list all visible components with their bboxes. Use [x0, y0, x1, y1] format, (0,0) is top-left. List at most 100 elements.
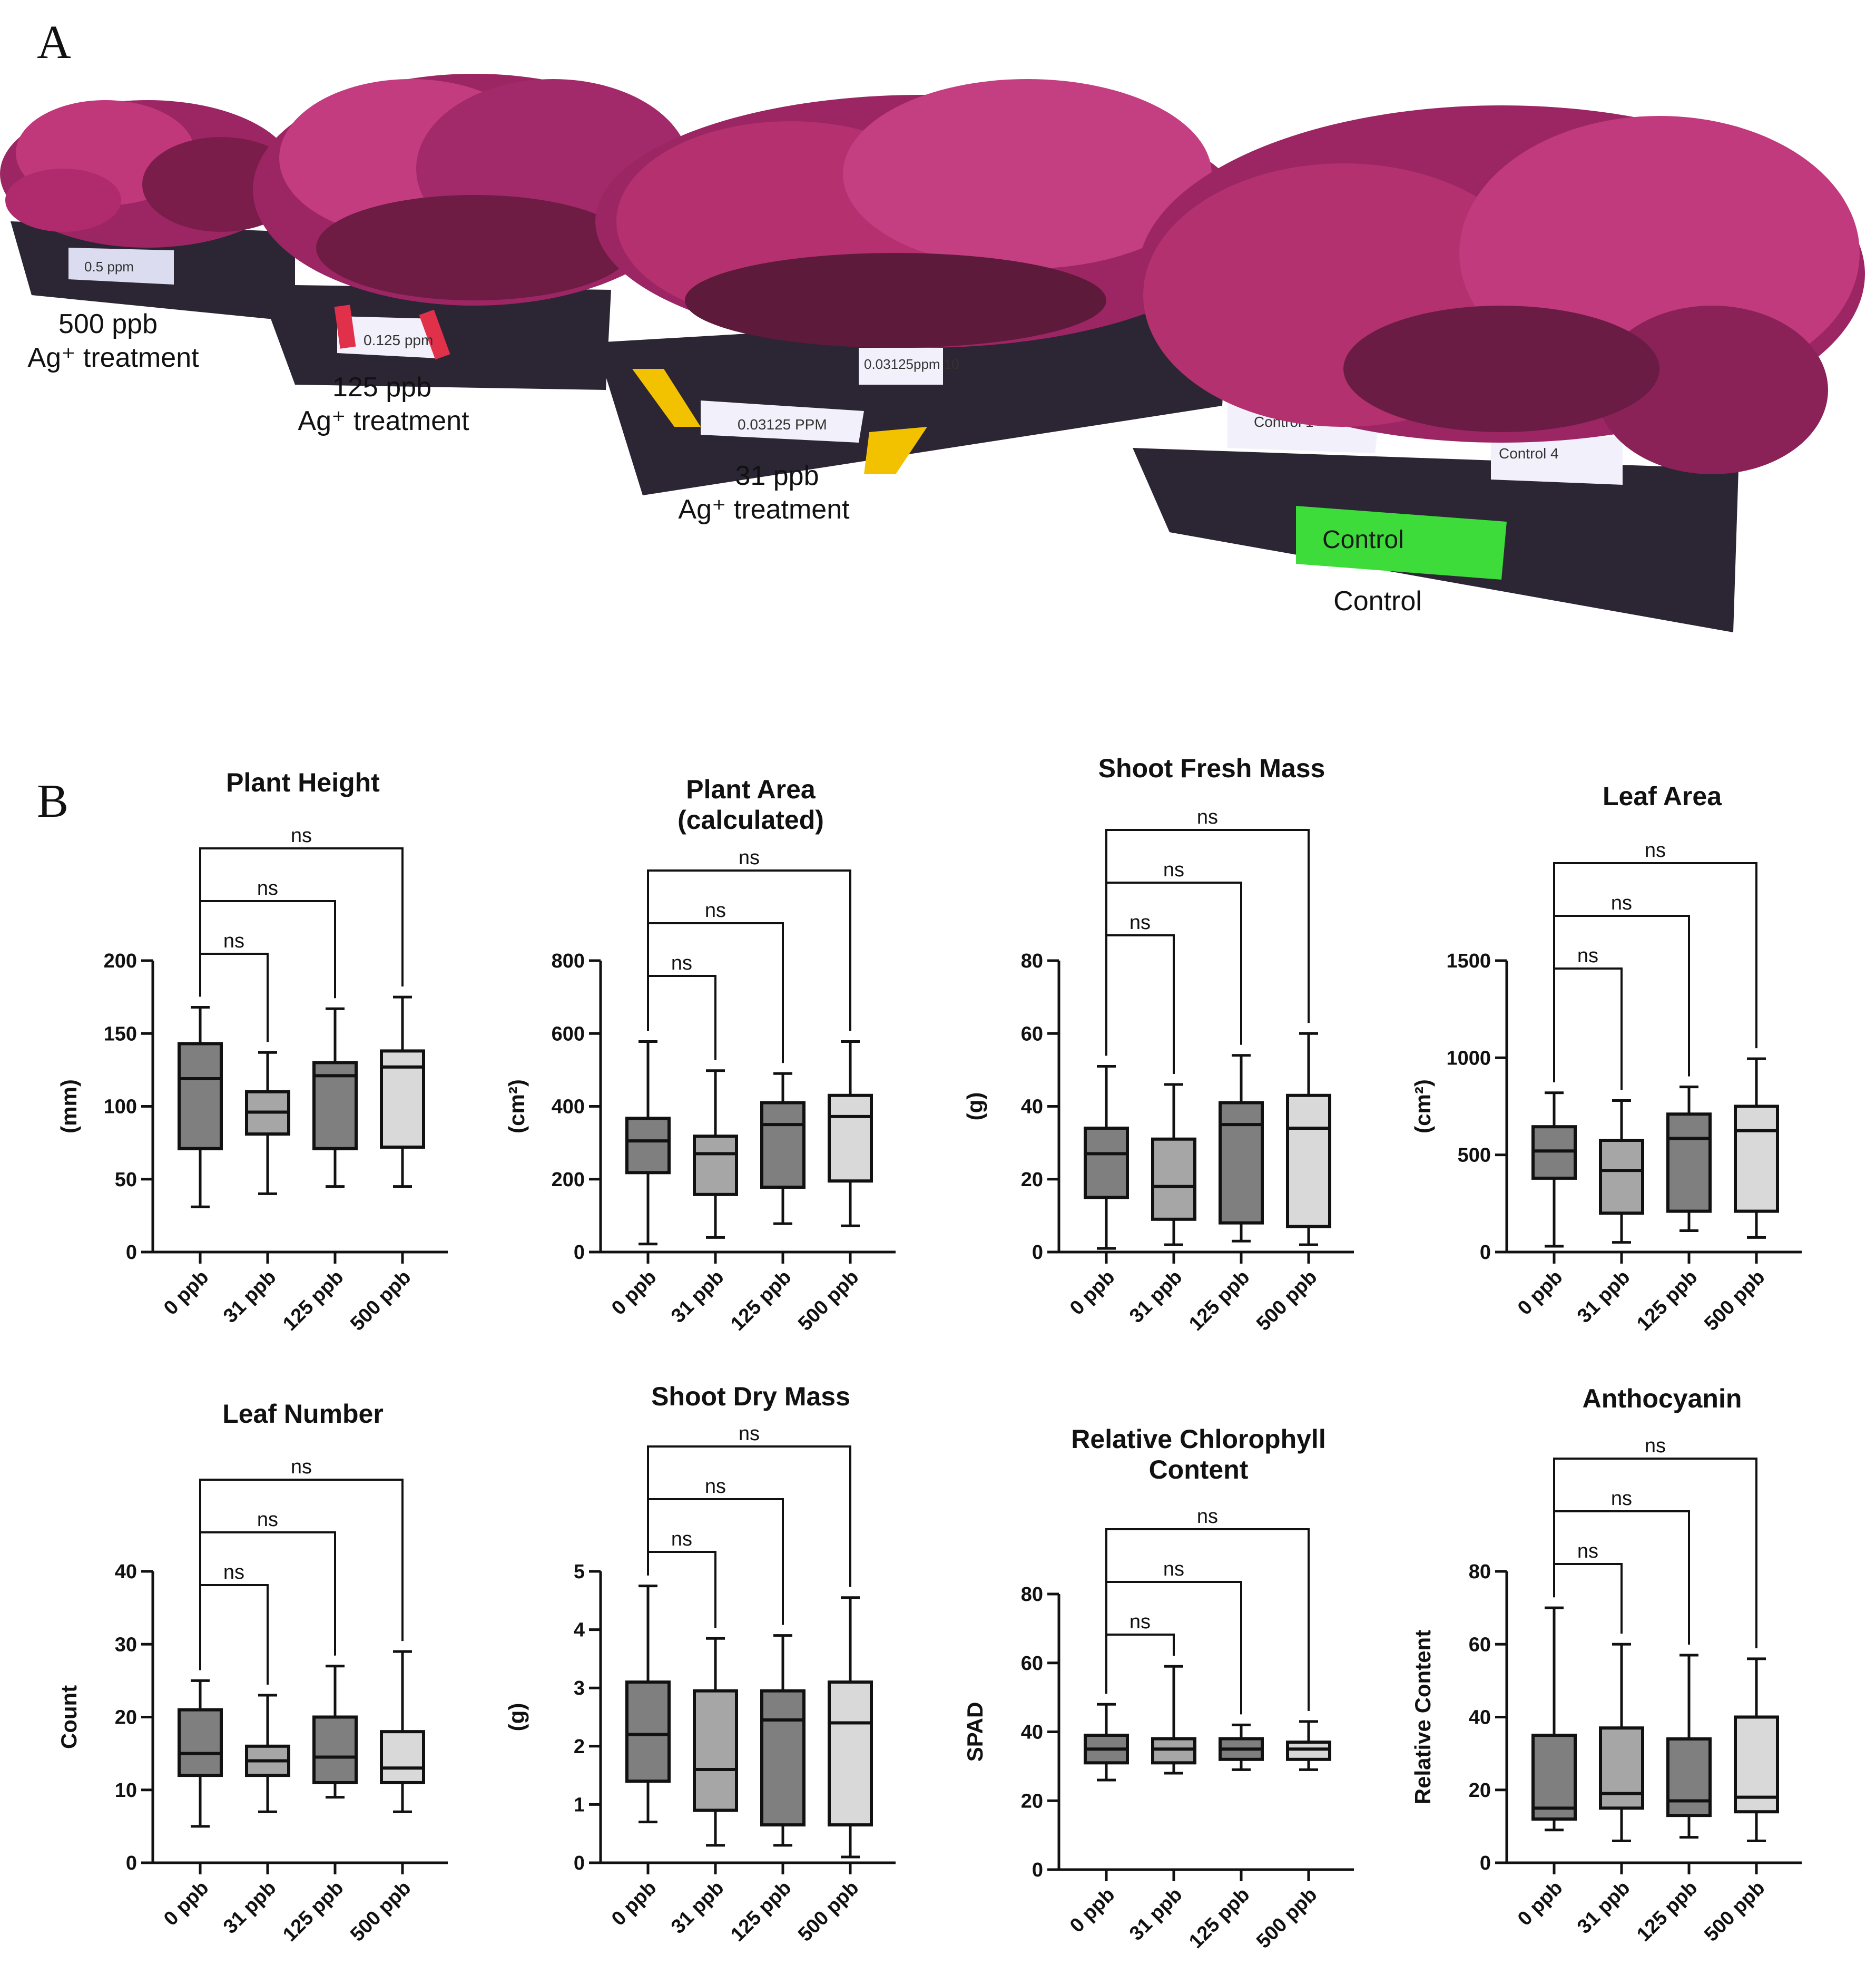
bracket-line	[647, 975, 716, 1060]
iqr-box	[625, 1117, 671, 1175]
control-green-tag: Control	[1322, 526, 1404, 554]
label-control: Control	[1333, 586, 1422, 617]
chart-plant-area-calculated-: Plant Area(calculated)0200400600800(cm²)…	[504, 775, 896, 1335]
x-tick-label: 31 ppb	[667, 1266, 728, 1327]
iqr-box	[693, 1135, 738, 1196]
y-tick-label: 10	[115, 1780, 137, 1802]
iqr-box	[828, 1093, 873, 1183]
significance-label: ns	[1163, 859, 1184, 881]
box-500ppb	[1286, 1720, 1331, 1771]
iqr-box	[1084, 1126, 1129, 1199]
x-tick-label: 31 ppb	[1573, 1877, 1634, 1938]
iqr-box	[1286, 1093, 1331, 1228]
significance-bracket: ns	[199, 930, 269, 1042]
significance-label: ns	[223, 930, 244, 952]
significance-bracket: ns	[1553, 1435, 1757, 1648]
foliage-31ppb	[595, 79, 1249, 348]
x-tick-label: 125 ppb	[726, 1877, 795, 1946]
y-tick-label: 40	[1469, 1707, 1491, 1729]
box-0ppb	[1084, 1064, 1129, 1250]
x-tick-label: 31 ppb	[667, 1877, 728, 1938]
iqr-box	[760, 1101, 806, 1189]
y-tick-label: 20	[1021, 1790, 1043, 1812]
bracket-line	[647, 1551, 716, 1628]
significance-bracket: ns	[1553, 839, 1757, 1082]
box-0ppb	[178, 1679, 223, 1828]
significance-label: ns	[739, 847, 760, 869]
iqr-box	[312, 1715, 358, 1784]
chart-title: Shoot Fresh Mass	[1098, 754, 1325, 783]
y-tick-label: 200	[104, 950, 137, 972]
significance-bracket: ns	[647, 1528, 716, 1628]
y-tick-label: 1	[574, 1794, 585, 1816]
significance-bracket: ns	[1105, 1611, 1175, 1694]
box-0ppb	[625, 1585, 671, 1824]
y-axis-label: SPAD	[962, 1702, 987, 1762]
x-tick-label: 0 ppb	[1066, 1266, 1119, 1319]
significance-label: ns	[223, 1561, 244, 1583]
bracket-line	[647, 869, 851, 1031]
box-125ppb	[1666, 1654, 1712, 1839]
y-tick-label: 20	[1021, 1169, 1043, 1191]
bracket-line	[199, 1584, 269, 1685]
box-0ppb	[625, 1040, 671, 1246]
tray-tag-31b: 0.03125ppm 10	[864, 356, 959, 372]
x-tick-label: 0 ppb	[607, 1266, 661, 1319]
y-tick-label: 80	[1021, 950, 1043, 972]
significance-label: ns	[1645, 839, 1666, 862]
chart-title: Anthocyanin	[1583, 1384, 1742, 1413]
box-500ppb	[828, 1040, 873, 1227]
box-125ppb	[1219, 1723, 1264, 1771]
box-0ppb	[1531, 1606, 1577, 1832]
svg-text:Control: Control	[1333, 586, 1422, 617]
chart-title: Leaf Number	[222, 1399, 384, 1429]
box-31ppb	[1151, 1083, 1196, 1246]
x-tick-label: 0 ppb	[1514, 1266, 1567, 1319]
significance-label: ns	[1577, 1540, 1598, 1562]
y-tick-label: 0	[574, 1852, 585, 1874]
significance-label: ns	[1611, 1488, 1632, 1510]
y-tick-label: 60	[1021, 1023, 1043, 1045]
x-tick-label: 125 ppb	[279, 1877, 348, 1946]
x-tick-label: 500 ppb	[346, 1266, 415, 1335]
box-500ppb	[380, 995, 425, 1188]
bracket-line	[1105, 934, 1175, 1074]
significance-label: ns	[1645, 1435, 1666, 1457]
box-31ppb	[693, 1637, 738, 1847]
chart-title: Shoot Dry Mass	[651, 1382, 850, 1411]
bracket-line	[199, 953, 269, 1042]
iqr-box	[380, 1049, 425, 1149]
box-125ppb	[760, 1634, 806, 1847]
label-125ppb: 125 ppb Ag⁺ treatment	[298, 372, 469, 436]
box-500ppb	[1734, 1657, 1779, 1843]
iqr-box	[178, 1708, 223, 1777]
svg-text:125 ppb: 125 ppb	[332, 372, 431, 403]
y-tick-label: 80	[1021, 1583, 1043, 1606]
significance-label: ns	[739, 1423, 760, 1445]
y-tick-label: 40	[1021, 1096, 1043, 1118]
x-tick-label: 500 ppb	[794, 1266, 863, 1335]
y-axis-label: Relative Content	[1410, 1630, 1435, 1804]
bracket-line	[1553, 862, 1757, 1082]
box-31ppb	[1599, 1643, 1644, 1843]
iqr-box	[693, 1689, 738, 1812]
box-125ppb	[1666, 1086, 1712, 1232]
y-tick-label: 30	[115, 1634, 137, 1656]
x-tick-label: 31 ppb	[1125, 1266, 1186, 1327]
tray-500ppb: 0.5 ppm	[11, 221, 295, 321]
significance-label: ns	[257, 1509, 278, 1531]
y-tick-label: 800	[552, 950, 585, 972]
bracket-line	[1105, 1528, 1310, 1711]
box-31ppb	[245, 1051, 290, 1195]
chart-title: Relative Chlorophyll	[1071, 1424, 1325, 1454]
panel-letter-a: A	[37, 16, 71, 69]
iqr-box	[1151, 1737, 1196, 1765]
y-tick-label: 4	[574, 1619, 585, 1641]
tray-tag-31: 0.03125 PPM	[738, 416, 827, 433]
label-31ppb: 31 ppb Ag⁺ treatment	[678, 461, 850, 525]
